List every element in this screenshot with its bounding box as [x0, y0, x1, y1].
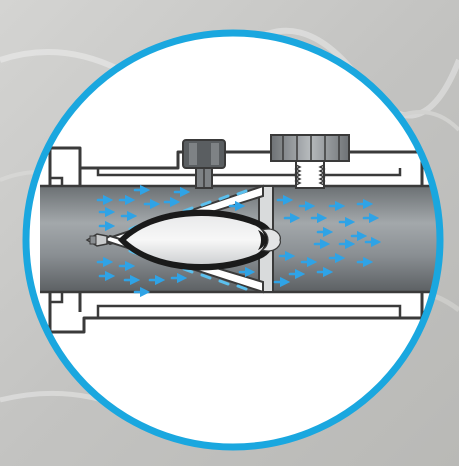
threaded-fitting-icon	[270, 134, 350, 189]
flow-arrows-left	[96, 184, 256, 298]
hex-nut-icon	[182, 139, 226, 189]
diagram-ring	[22, 29, 444, 451]
flow-arrows-right	[273, 194, 382, 288]
teardrop-body	[118, 209, 281, 271]
